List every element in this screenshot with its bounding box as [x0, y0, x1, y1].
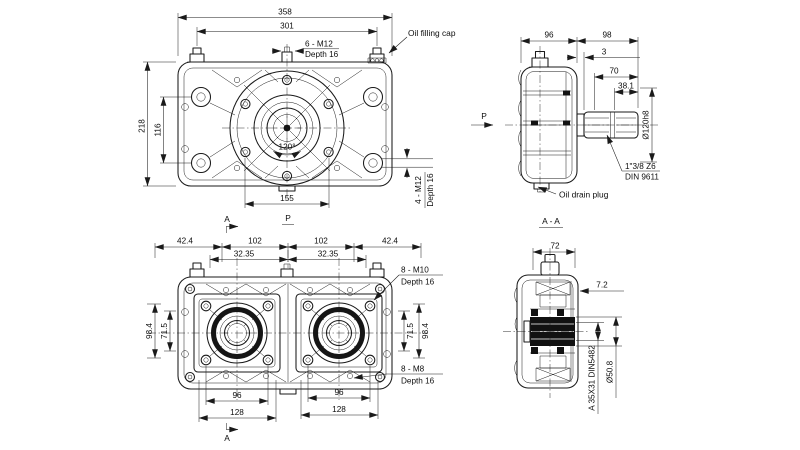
dim-155: 155: [280, 194, 294, 203]
bottom-view-left-pad: [193, 258, 281, 400]
bottom-view-right-pad: [295, 258, 383, 400]
angle-120-label: 120°: [279, 143, 296, 152]
side-view-dimensions: 96 98 3 70 38.1 Ø120h8 1"3/8 Z6 DIN 9611…: [471, 31, 660, 228]
note-8-m10-depth: Depth 16: [401, 278, 435, 287]
bottom-view: 42.4 102 102 42.4 32.35 32.35 8 - M10 De…: [145, 213, 443, 443]
pto-spline-note-line1: 1"3/8 Z6: [625, 162, 656, 171]
oil-drain-plug-label: Oil drain plug: [559, 190, 609, 200]
dim-98-4-right: 98.4: [421, 323, 430, 339]
dim-32-35-right: 32.35: [318, 250, 339, 259]
spline-spec-din5482: A 35X31 DIN5482: [588, 345, 597, 411]
dia-120h8: Ø120h8: [642, 110, 651, 140]
dim-96-right: 96: [334, 388, 344, 397]
dim-102-right: 102: [314, 237, 328, 246]
dim-96-side: 96: [544, 31, 554, 40]
section-view-body: [503, 248, 590, 398]
note-6-m12: 6 - M12: [305, 40, 333, 49]
dim-7-2: 7.2: [596, 281, 608, 290]
note-6-m12-depth: Depth 16: [305, 50, 339, 59]
note-8-m8-depth: Depth 16: [401, 377, 435, 386]
front-view-housing: [177, 46, 393, 192]
side-view: 96 98 3 70 38.1 Ø120h8 1"3/8 Z6 DIN 9611…: [471, 31, 660, 228]
section-view: 72 7.2 A 35X31 DIN5482 Ø50.8: [503, 242, 624, 414]
note-4-m12: 4 - M12: [414, 176, 423, 204]
section-view-dimensions: 72 7.2 A 35X31 DIN5482 Ø50.8: [532, 242, 624, 414]
dia-50-8: Ø50.8: [606, 360, 615, 383]
note-4-m12-depth: Depth 16: [426, 173, 435, 207]
dim-98-4-left: 98.4: [145, 323, 154, 339]
dim-71-5-right: 71.5: [406, 323, 415, 339]
note-8-m10: 8 - M10: [401, 266, 429, 275]
dim-102-left: 102: [248, 237, 262, 246]
p-direction-label-bottom: P: [285, 213, 291, 223]
section-marker-a-top: A: [224, 214, 230, 224]
dim-128-right: 128: [332, 405, 346, 414]
note-8-m8: 8 - M8: [401, 365, 425, 374]
dim-358: 358: [278, 8, 292, 17]
section-a-a-label: A - A: [542, 216, 560, 226]
dim-96-left: 96: [232, 391, 242, 400]
dim-128-left: 128: [230, 408, 244, 417]
dim-42-4-left: 42.4: [177, 237, 193, 246]
front-view-dimensions: 358 301 6 - M12 Depth 16 Oil filling cap…: [138, 8, 456, 208]
dim-116: 116: [154, 123, 163, 136]
pto-spline-note-line2: DIN 9611: [625, 173, 659, 182]
dim-42-4-right: 42.4: [382, 237, 398, 246]
front-view-flange: 120°: [222, 44, 352, 200]
front-view: 120° 358 301 6 - M12 Depth 16 Oil fillin…: [138, 8, 456, 208]
dim-71-5-left: 71.5: [160, 323, 169, 339]
dim-70: 70: [609, 67, 619, 76]
dim-301: 301: [280, 22, 294, 31]
dim-98: 98: [602, 31, 612, 40]
p-direction-label-side: P: [481, 111, 487, 121]
oil-filling-cap-label: Oil filling cap: [408, 28, 456, 38]
dim-218: 218: [138, 119, 147, 133]
dim-32-35-left: 32.35: [234, 250, 255, 259]
dim-38-1: 38.1: [618, 82, 634, 91]
bottom-view-dimensions: 42.4 102 102 42.4 32.35 32.35 8 - M10 De…: [145, 213, 443, 443]
dim-72: 72: [550, 242, 560, 251]
dim-3: 3: [602, 48, 607, 57]
section-marker-a-bottom: A: [224, 433, 230, 443]
